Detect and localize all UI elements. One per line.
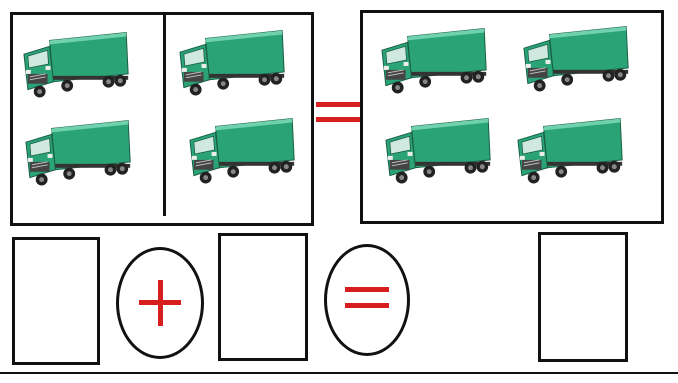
truck-icon [514,116,632,190]
equals-sign [345,287,389,292]
answer-box-first-addend[interactable] [12,237,100,365]
plus-operator-oval [116,247,204,359]
equals-operator-oval [324,244,410,356]
truck-icon [382,116,500,190]
truck-icon [20,30,138,104]
truck-icon [22,118,140,192]
truck-icon [520,24,638,98]
answer-box-second-addend[interactable] [218,233,308,361]
answer-box-sum[interactable] [538,232,628,362]
truck-icon [378,26,496,100]
truck-icon [176,28,294,102]
picture-equals-sign [316,102,360,124]
bottom-border [0,372,678,374]
group-divider [163,14,166,216]
truck-icon [186,116,304,190]
